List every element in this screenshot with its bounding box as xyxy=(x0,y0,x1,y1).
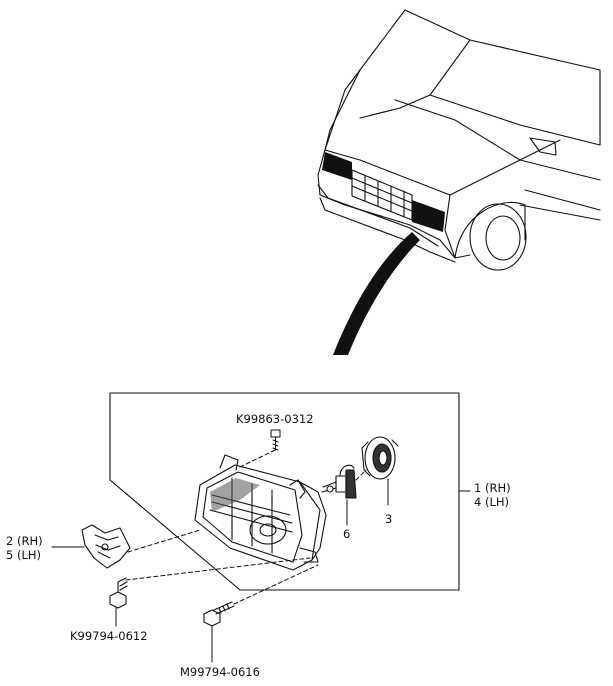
assembly-dash-lines xyxy=(125,449,367,605)
label-bolt-bottom: M99794-0616 xyxy=(180,665,260,679)
label-part-1-rh: 1 (RH) xyxy=(474,481,511,495)
label-bolt-left: K99794-0612 xyxy=(70,629,148,643)
label-part-6: 6 xyxy=(343,527,350,541)
bolt-bottom xyxy=(203,601,235,627)
bulb-part-6 xyxy=(321,464,357,499)
screw-top xyxy=(270,429,281,451)
bracket-part-2-5 xyxy=(81,524,131,569)
headlamp-unit xyxy=(194,454,327,571)
callout-sweep-arrow xyxy=(333,232,420,355)
assembly-frame xyxy=(109,392,460,591)
label-part-4-lh: 4 (LH) xyxy=(474,495,509,509)
label-part-2-rh: 2 (RH) xyxy=(6,534,43,548)
headlamp-left-highlight xyxy=(322,152,352,180)
headlamp-right-highlight xyxy=(412,200,445,232)
label-screw-top: K99863-0312 xyxy=(236,412,314,426)
socket-cover-part-3 xyxy=(361,436,399,480)
label-part-3: 3 xyxy=(385,512,392,526)
label-part-5-lh: 5 (LH) xyxy=(6,548,41,562)
vehicle-front-illustration xyxy=(317,9,601,271)
headlamp-lens-shade xyxy=(210,478,260,512)
bolt-left xyxy=(109,577,128,609)
